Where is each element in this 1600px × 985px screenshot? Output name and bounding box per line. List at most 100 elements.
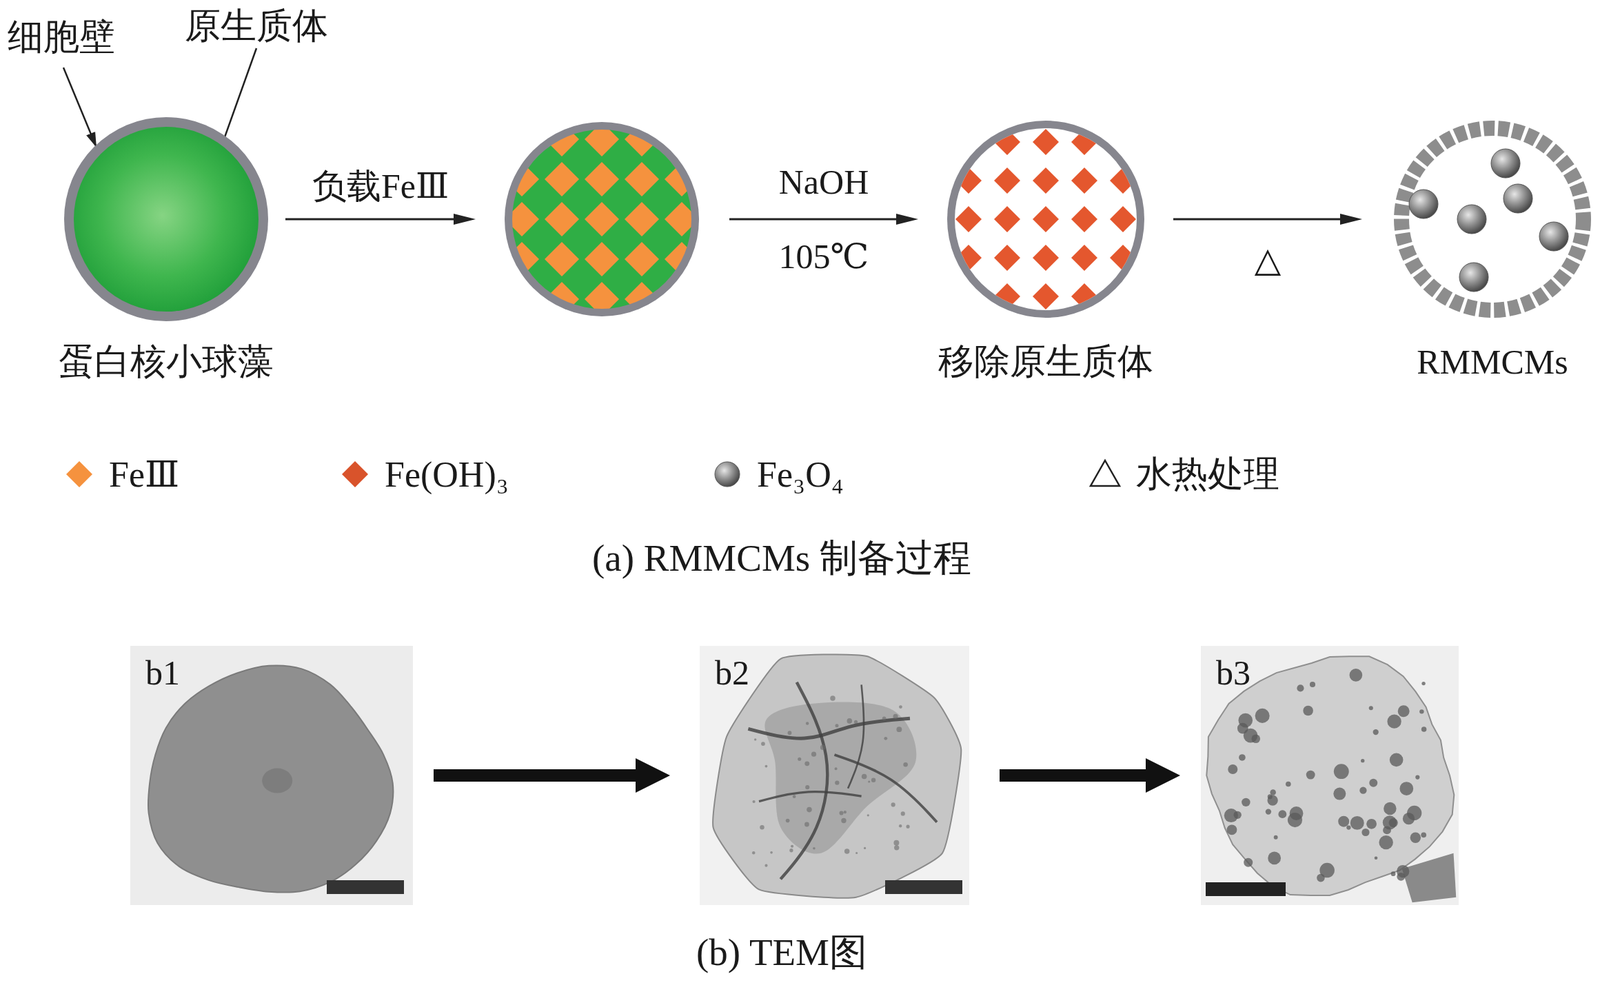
legend-swatch — [66, 461, 93, 488]
text-slot: 原生质体 — [184, 2, 329, 51]
text-slot: b1 — [145, 652, 180, 693]
magnetite-sphere — [1409, 189, 1439, 219]
magnetite-spot — [1296, 684, 1304, 692]
tem-image: b2 — [699, 645, 970, 906]
magnetite-spot — [1333, 787, 1346, 801]
magnetite-spot — [1269, 789, 1277, 796]
process-arrow — [729, 218, 897, 221]
text-slot: b2 — [714, 652, 750, 693]
magnetite-spot — [1361, 828, 1370, 837]
magnetite-spot — [1420, 832, 1427, 838]
text-slot: 水热处理 — [1136, 450, 1280, 499]
magnetite-spot — [1419, 709, 1424, 714]
leader-line — [63, 67, 97, 148]
wrinkle — [747, 718, 910, 739]
text-slot: NaOH 105℃ — [765, 144, 883, 294]
legend-sample — [66, 461, 93, 488]
wrinkle — [847, 684, 864, 788]
magnetite-sphere — [1457, 204, 1487, 234]
magnetite-spot — [1227, 764, 1238, 775]
text-slot: (b) TEM图 — [696, 927, 868, 979]
text-slot: b3 — [1216, 652, 1251, 693]
callout-label: 细胞壁 — [7, 13, 116, 62]
empty-shell — [712, 654, 961, 898]
text-slot: Fe₃O₄ — [756, 454, 844, 495]
magnetite-sphere — [1539, 221, 1569, 251]
protoplast — [73, 126, 259, 312]
magnetite-spot — [1306, 770, 1316, 780]
edge-label: △ — [1254, 239, 1281, 280]
legend-sample — [341, 461, 369, 488]
magnetite-spot — [1273, 835, 1279, 840]
node-label: 蛋白核小球藻 — [58, 337, 274, 387]
node-label: RMMCMs — [1416, 341, 1569, 382]
text-slot: (a) RMMCMs 制备过程 — [592, 532, 972, 584]
legend-swatch — [341, 461, 369, 488]
legend-label: Fe(OH)₃ — [384, 454, 509, 495]
tem-image: b3 — [1200, 645, 1459, 906]
text-slot: 蛋白核小球藻 — [58, 337, 274, 387]
process-arrow — [999, 769, 1146, 782]
text-slot: Fe(OH)₃ — [384, 454, 509, 495]
figure — [947, 120, 1145, 318]
cell-particle — [148, 665, 394, 893]
magnetite-spot — [1410, 832, 1421, 844]
magnetite-spot — [1421, 726, 1427, 733]
magnetite-sphere — [1491, 148, 1521, 178]
magnetite-spot — [1389, 753, 1404, 768]
magnetite-spot — [1369, 778, 1378, 788]
cell-wall — [64, 117, 269, 322]
magnetite-spot — [1319, 863, 1335, 879]
legend-label: Fe₃O₄ — [756, 454, 844, 495]
node-label: b1 — [145, 652, 180, 693]
magnetite-spot — [1389, 818, 1399, 828]
wrinkle — [834, 754, 938, 823]
legend-swatch — [1090, 460, 1120, 486]
hydroxide-particles — [954, 128, 1137, 311]
emptied-cell: 移除原生质体 — [947, 120, 1145, 318]
legend-sample — [714, 461, 740, 487]
magnetite-spot — [1255, 708, 1270, 724]
text-slot: 细胞壁 — [7, 13, 116, 62]
text-slot: △ — [1254, 239, 1281, 280]
magnetite-spot — [1350, 816, 1365, 830]
legend-label: FeⅢ — [108, 453, 180, 495]
text-slot: 移除原生质体 — [938, 337, 1154, 387]
magnetite-spot — [1238, 713, 1253, 728]
node-label: 移除原生质体 — [938, 337, 1154, 387]
magnetite-spot — [1278, 809, 1287, 819]
figure-caption: (a) RMMCMs 制备过程 — [592, 532, 972, 584]
magnetite-spot — [1402, 812, 1415, 825]
loaded-protoplast — [512, 129, 692, 309]
magnetite-spot — [1399, 781, 1414, 796]
magnetite-sphere — [1459, 262, 1489, 292]
magnetite-spot — [1383, 802, 1396, 815]
legend-label: 水热处理 — [1136, 450, 1280, 499]
magnetite-spot — [1241, 798, 1250, 807]
magnetite-spot — [1366, 818, 1377, 830]
wrinkle — [780, 682, 828, 880]
legend-sample — [1090, 460, 1120, 486]
process-arrow — [285, 218, 454, 221]
tem-image: b1 — [130, 645, 413, 906]
legend-swatch — [714, 461, 740, 487]
microcapsule: RMMCMs — [1392, 119, 1593, 320]
text-slot: FeⅢ — [108, 453, 180, 495]
magnetite-spot — [1267, 794, 1278, 806]
figure — [504, 122, 700, 317]
node-label: b2 — [714, 652, 750, 693]
magnetite-spot — [1243, 858, 1253, 868]
magnetite-spot — [1398, 705, 1410, 717]
magnetite-spot — [1391, 871, 1396, 877]
figure — [1392, 119, 1593, 320]
process-arrow — [433, 769, 636, 782]
magnetite-spot — [1378, 835, 1393, 850]
process-arrow — [1173, 218, 1341, 221]
magnetite-spot — [1360, 758, 1365, 763]
wrinkle — [758, 792, 862, 802]
magnetite-spot — [1238, 754, 1246, 762]
magnetite-spot — [1349, 668, 1363, 682]
magnetite-spot — [1396, 872, 1405, 881]
scale-bar — [885, 880, 963, 895]
